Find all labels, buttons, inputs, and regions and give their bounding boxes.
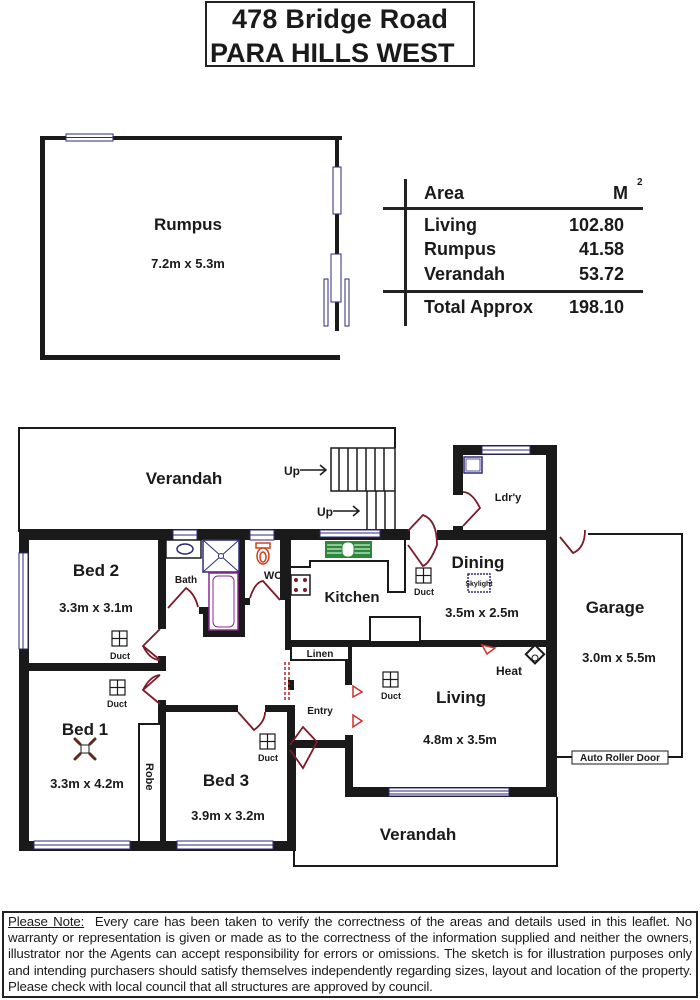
rumpus-room: Rumpus 7.2m x 5.3m <box>40 133 350 360</box>
area-row-value: 102.80 <box>568 215 624 235</box>
bed3-label: Bed 3 <box>203 771 249 790</box>
area-row-value: 41.58 <box>578 239 624 259</box>
auto-roller-door <box>571 750 669 765</box>
address-street: 478 Bridge Road <box>231 4 449 34</box>
kitchen-bench <box>291 540 406 593</box>
fridge-space <box>369 616 421 643</box>
address-title-box: 478 Bridge Road PARA HILLS WEST <box>205 1 475 68</box>
verandah-bottom-label: Verandah <box>380 825 457 844</box>
garage-label: Garage <box>586 598 645 617</box>
area-row-label: Rumpus <box>424 239 496 259</box>
heater-icon <box>524 643 546 665</box>
steps-icon <box>330 447 396 530</box>
bed3-dims: 3.9m x 3.2m <box>191 808 265 823</box>
table-header-rule <box>383 207 643 210</box>
area-row-value: 53.72 <box>578 264 624 284</box>
sliding-door-markers <box>352 643 497 729</box>
garage-outline <box>588 533 683 758</box>
kitchen-label: Kitchen <box>324 589 379 606</box>
linen-label: Linen <box>307 649 334 660</box>
heat-label: Heat <box>496 664 522 678</box>
area-total-label: Total Approx <box>424 297 533 317</box>
door-swings <box>141 491 586 770</box>
disclaimer-heading: Please Note: <box>8 914 85 929</box>
rumpus-label: Rumpus <box>154 215 222 234</box>
bed1-label: Bed 1 <box>62 720 108 739</box>
bed2-dims: 3.3m x 3.1m <box>59 600 133 615</box>
area-heading-label: Area <box>424 183 465 203</box>
up-label-1: Up <box>284 464 300 478</box>
garage-dims: 3.0m x 5.5m <box>582 650 656 665</box>
skylight-icon <box>467 573 491 593</box>
dining-label: Dining <box>452 553 505 572</box>
area-row-living: Living 102.80 <box>424 215 624 237</box>
toilet-icon <box>255 542 271 565</box>
duct-icons <box>109 567 432 750</box>
cooktop-icon <box>290 574 311 596</box>
wc-label: WC <box>264 570 282 582</box>
area-heading-row: Area M <box>424 183 628 205</box>
area-heading-unit: M <box>613 183 628 203</box>
windows <box>18 445 531 850</box>
laundry-label: Ldr'y <box>495 492 522 504</box>
verandah-top: Verandah <box>18 427 396 532</box>
disclaimer-box: Please Note: Every care has been taken t… <box>2 911 698 998</box>
dining-dims: 3.5m x 2.5m <box>445 605 519 620</box>
ceiling-fan-icon <box>73 737 97 761</box>
skylight-label: Skylight <box>465 581 493 588</box>
bath-label: Bath <box>175 575 197 586</box>
duct-label: Duct <box>258 753 278 763</box>
area-row-rumpus: Rumpus 41.58 <box>424 239 624 261</box>
duct-label: Duct <box>381 691 401 701</box>
table-total-rule <box>383 290 643 293</box>
area-row-label: Verandah <box>424 264 506 284</box>
area-table: Area M 2 Living 102.80 Rumpus 41.58 Vera… <box>383 175 643 326</box>
area-row-label: Living <box>424 215 477 235</box>
area-row-total: Total Approx 198.10 <box>424 297 624 319</box>
linen-closet <box>290 645 350 661</box>
arrow-right-icon <box>300 464 328 476</box>
basin-icon <box>176 543 194 555</box>
sliding-door-icon <box>330 253 342 303</box>
disclaimer-text: Every care has been taken to verify the … <box>8 914 692 994</box>
floor-plan: Rumpus 7.2m x 5.3m Verandah Up Up <box>18 133 683 867</box>
robe <box>138 723 162 843</box>
table-vertical-rule <box>404 179 407 326</box>
duct-label: Duct <box>107 699 127 709</box>
living-label: Living <box>436 688 486 707</box>
verandah-bottom <box>293 797 558 867</box>
entry-label: Entry <box>307 706 333 717</box>
duct-label: Duct <box>414 587 434 597</box>
area-unit-superscript: 2 <box>637 177 643 188</box>
robe-label: Robe <box>143 763 155 791</box>
duct-label: Duct <box>110 651 130 661</box>
area-row-verandah: Verandah 53.72 <box>424 264 624 286</box>
bed2-label: Bed 2 <box>73 561 119 580</box>
up-label-2: Up <box>317 505 333 519</box>
address-suburb: PARA HILLS WEST <box>210 38 455 68</box>
auto-roller-door-label: Auto Roller Door <box>580 753 660 764</box>
rumpus-dims: 7.2m x 5.3m <box>151 256 225 271</box>
window-icon <box>332 166 342 215</box>
verandah-top-label: Verandah <box>146 469 223 488</box>
arrow-right-icon <box>333 505 361 517</box>
bed1-dims: 3.3m x 4.2m <box>50 776 124 791</box>
area-total-value: 198.10 <box>568 297 624 317</box>
living-dims: 4.8m x 3.5m <box>423 732 497 747</box>
